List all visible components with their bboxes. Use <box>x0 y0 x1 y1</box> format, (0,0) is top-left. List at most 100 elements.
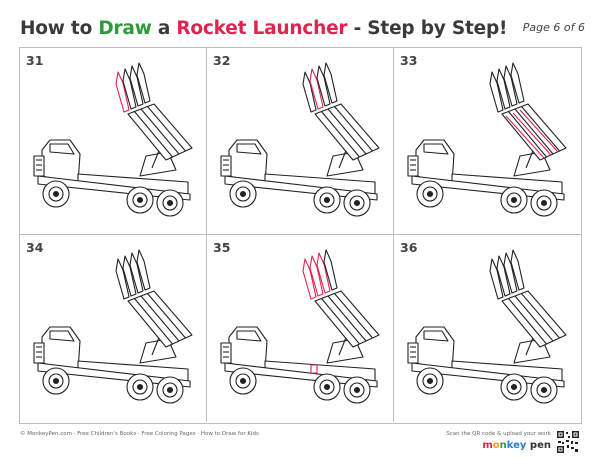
rocket <box>115 258 130 300</box>
rocket <box>496 255 511 297</box>
step-cell-32: 32 <box>207 48 394 235</box>
rocket <box>302 71 317 113</box>
rocket <box>115 71 130 113</box>
rocket-launcher-drawing <box>33 249 193 404</box>
highlight-line <box>512 112 552 156</box>
launcher-group <box>33 249 193 404</box>
footer-links[interactable]: © MonkeyPen.com · Free Children's Books … <box>20 431 259 437</box>
wheel-hub <box>166 199 174 207</box>
footer: © MonkeyPen.com · Free Children's Books … <box>20 430 580 460</box>
tube-divider <box>327 108 367 155</box>
monkey-pen-logo: monkey pen <box>482 440 551 451</box>
tube-divider <box>508 111 547 158</box>
wheel-rim <box>48 186 64 202</box>
truck-grille <box>407 342 419 364</box>
step-number: 36 <box>400 240 418 255</box>
launcher-group <box>220 249 380 404</box>
step-cell-35: 35 <box>207 235 394 422</box>
launcher-group <box>220 62 380 217</box>
rocket <box>302 258 317 300</box>
launcher-group <box>407 62 567 217</box>
step-number: 32 <box>213 53 231 68</box>
qr-code-icon <box>556 430 580 454</box>
truck-grille <box>220 342 232 364</box>
truck-grille <box>33 155 45 177</box>
rocket <box>323 249 338 291</box>
wheel-hub <box>239 377 247 385</box>
launcher-group <box>407 249 567 404</box>
tube-divider <box>134 298 173 345</box>
rocket <box>503 65 518 107</box>
cab-window <box>49 330 75 342</box>
page-title: How to Draw a Rocket Launcher - Step by … <box>20 18 508 39</box>
cab-window <box>423 143 449 155</box>
wheel-hub <box>323 196 331 204</box>
wheel-hub <box>540 386 548 394</box>
launcher-group <box>33 62 193 217</box>
rocket <box>489 258 504 300</box>
wheel-rim <box>506 379 522 395</box>
rocket-launcher-drawing <box>407 249 567 404</box>
truck-grille <box>33 342 45 364</box>
truck-grille <box>220 155 232 177</box>
wheel-rim <box>162 195 178 211</box>
step-number: 34 <box>26 240 44 255</box>
tube-divider <box>521 106 560 152</box>
rocket <box>496 68 511 110</box>
wheel-rim <box>48 373 64 389</box>
steps-grid: 31 32 33 34 35 36 <box>19 47 582 424</box>
wheel-hub <box>136 383 144 391</box>
wheel-hub <box>239 190 247 198</box>
wheel-rim <box>422 186 438 202</box>
wheel-hub <box>323 383 331 391</box>
tube-divider <box>140 295 180 342</box>
tube-divider <box>321 111 360 158</box>
wheel-rim <box>349 195 365 211</box>
rocket <box>136 249 151 291</box>
rocket-launcher-drawing <box>407 62 567 217</box>
wheel-hub <box>510 196 518 204</box>
rocket <box>489 71 504 113</box>
page-number: Page 6 of 6 <box>522 21 585 34</box>
wheel-rim <box>422 373 438 389</box>
rocket <box>503 252 518 294</box>
tube-divider <box>334 106 373 152</box>
rocket-launcher-drawing <box>220 249 380 404</box>
rocket <box>323 62 338 104</box>
step-cell-34: 34 <box>20 235 207 422</box>
wheel-rim <box>349 382 365 398</box>
wheel-hub <box>540 199 548 207</box>
rocket-launcher-drawing <box>33 62 193 217</box>
step-cell-31: 31 <box>20 48 207 235</box>
rocket <box>129 252 144 294</box>
tube-divider <box>508 298 547 345</box>
tube-divider <box>334 293 373 339</box>
rocket <box>316 252 331 294</box>
wheel-hub <box>510 383 518 391</box>
wheel-rim <box>536 195 552 211</box>
rocket <box>316 65 331 107</box>
tube-divider <box>514 295 554 342</box>
step-cell-33: 33 <box>394 48 581 235</box>
wheel-rim <box>536 382 552 398</box>
truck-grille <box>407 155 419 177</box>
step-number: 33 <box>400 53 418 68</box>
cab-window <box>236 143 262 155</box>
highlight-detail <box>310 364 318 374</box>
tube-divider <box>140 108 180 155</box>
tube-divider <box>147 293 186 339</box>
wheel-hub <box>52 377 60 385</box>
rocket <box>129 65 144 107</box>
cab-window <box>49 143 75 155</box>
wheel-hub <box>353 386 361 394</box>
wheel-hub <box>426 377 434 385</box>
tube-divider <box>521 293 560 339</box>
tube-divider <box>147 106 186 152</box>
rocket <box>136 62 151 104</box>
tube-divider <box>327 295 367 342</box>
highlight-line <box>519 109 559 153</box>
rocket-launcher-drawing <box>220 62 380 217</box>
tube-divider <box>321 298 360 345</box>
step-cell-36: 36 <box>394 235 581 422</box>
wheel-rim <box>506 192 522 208</box>
